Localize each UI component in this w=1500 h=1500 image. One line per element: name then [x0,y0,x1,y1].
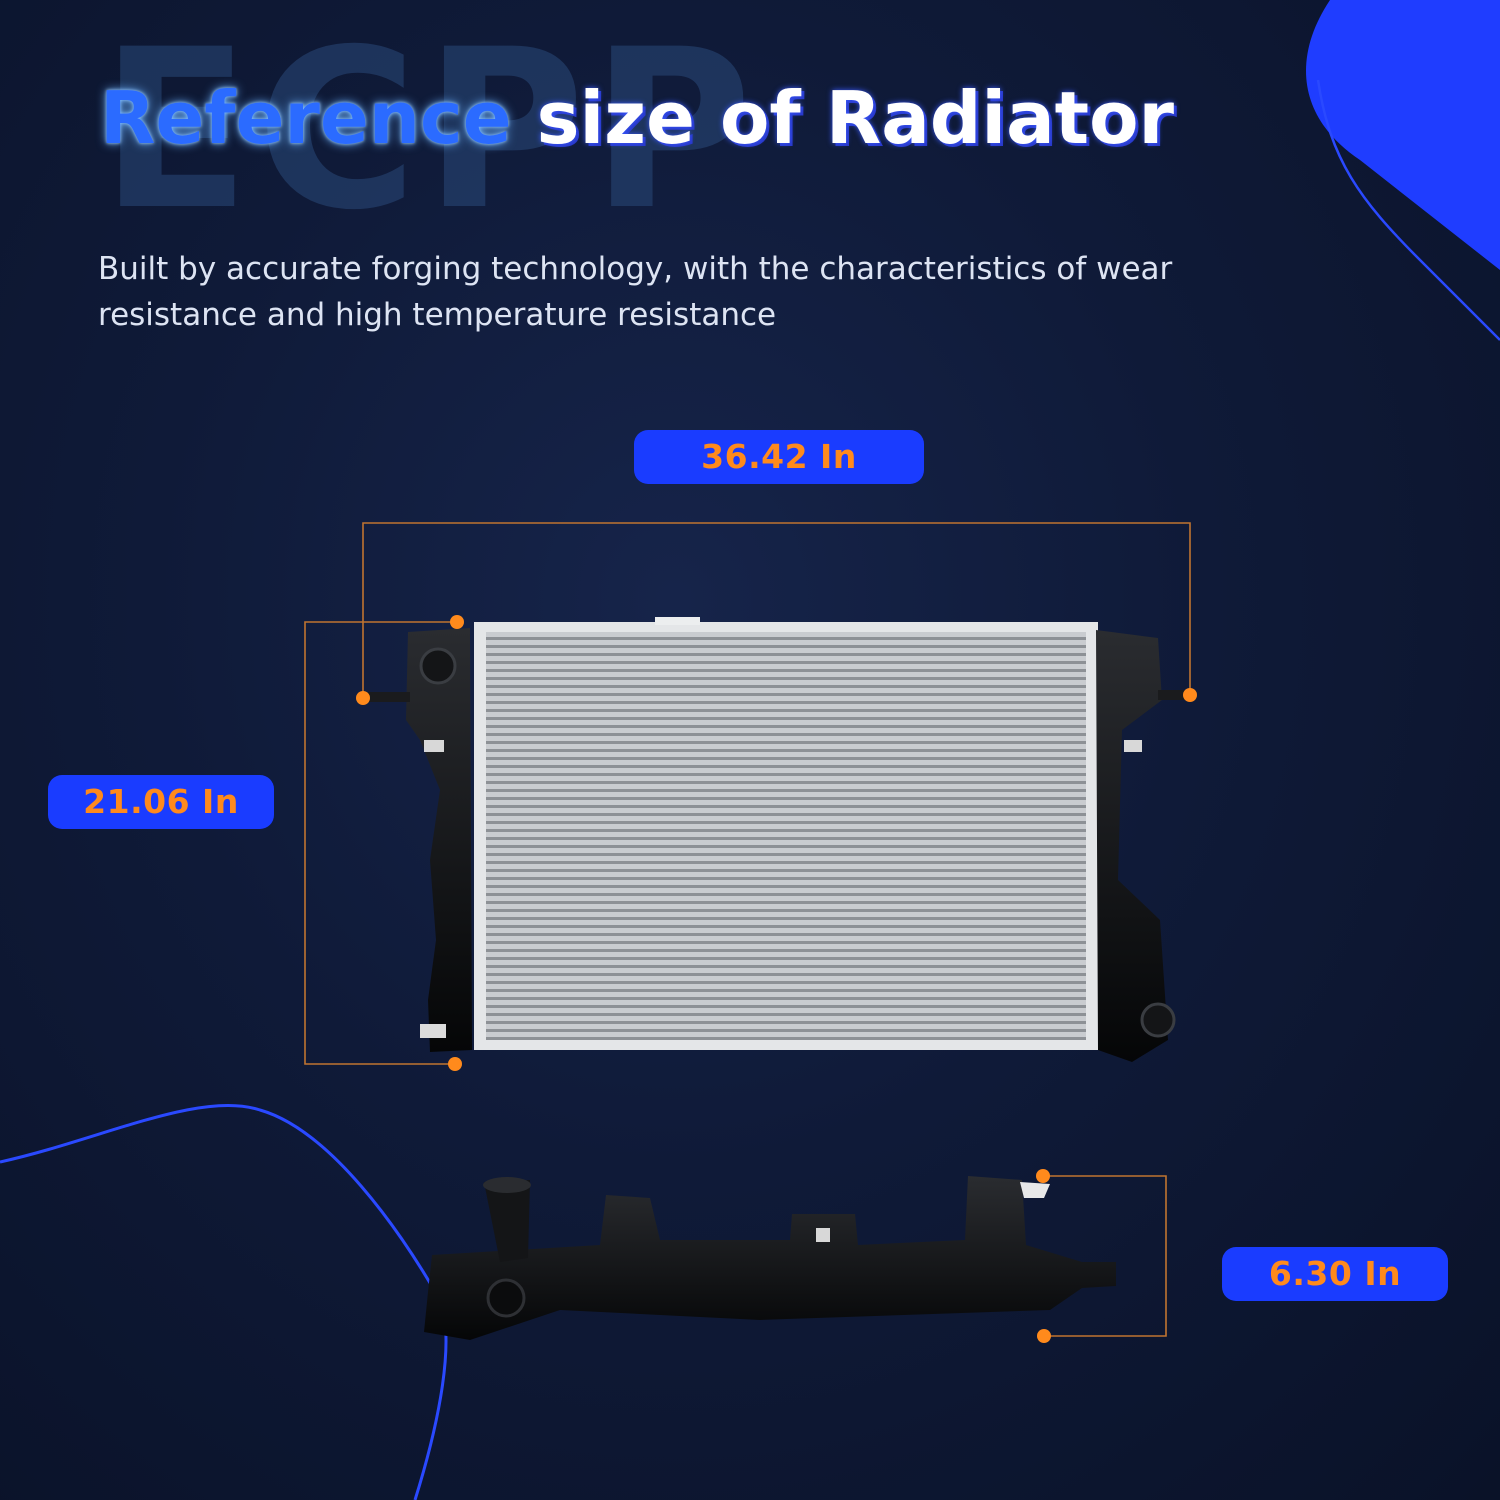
title-accent: Reference [100,76,512,160]
radiator-front-view [368,617,1192,1062]
subtitle: Built by accurate forging technology, wi… [98,251,1173,333]
width-dimension-badge: 36.42 In [634,430,924,484]
measure-lines [304,522,1191,1337]
curve-decoration [0,1103,448,1500]
height-dimension-badge: 21.06 In [48,775,274,829]
title-rest: size of Radiator [536,76,1175,160]
depth-dimension-badge: 6.30 In [1222,1247,1448,1301]
corner-decoration [1306,0,1500,341]
page-title: Reference size of Radiator [100,82,1174,154]
measure-dots [356,615,1197,1343]
brand-watermark: ECPP [100,2,759,258]
radiator-side-view [424,1176,1116,1340]
